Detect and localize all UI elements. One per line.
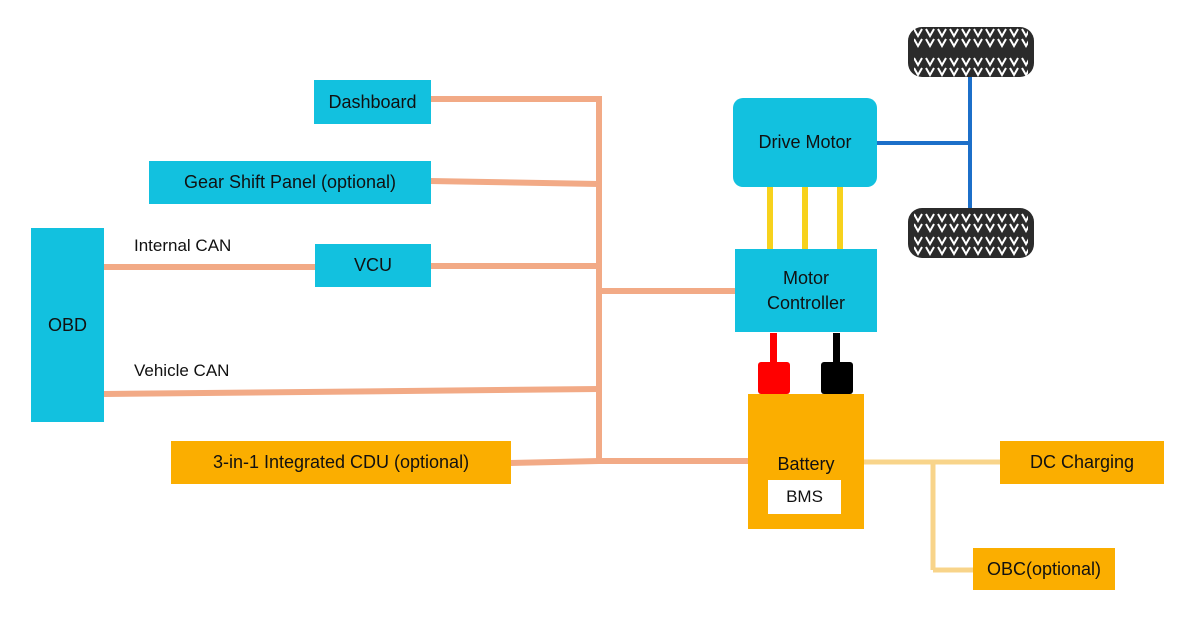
can-bus-lines: [103, 96, 748, 466]
drive-motor-box: Drive Motor: [733, 98, 877, 187]
gear-shift-panel-box: Gear Shift Panel (optional): [149, 161, 431, 204]
obd-box: OBD: [31, 228, 104, 422]
internal-can-label: Internal CAN: [134, 236, 232, 255]
battery-label: Battery: [777, 454, 835, 474]
tire-icon: [908, 27, 1034, 77]
tire-icon: [908, 208, 1034, 258]
cdu-link: [509, 458, 600, 466]
vehicle-can-line: [103, 386, 600, 397]
bms-box: BMS: [768, 480, 841, 514]
dashboard-box: Dashboard: [314, 80, 431, 124]
motor-controller-box: Motor Controller: [735, 249, 877, 332]
obc-box: OBC(optional): [973, 548, 1115, 590]
vcu-box: VCU: [315, 244, 431, 287]
charging-wires: [864, 459, 1000, 573]
dc-charging-box: DC Charging: [1000, 441, 1164, 484]
battery-box: Battery: [748, 394, 864, 529]
battery-negative-terminal-icon: [821, 333, 853, 394]
battery-positive-terminal-icon: [758, 333, 790, 394]
phase-wires: [767, 187, 843, 249]
gear-shift-link: [429, 178, 600, 187]
cdu-box: 3-in-1 Integrated CDU (optional): [171, 441, 511, 484]
drive-axle: [876, 75, 972, 212]
vehicle-can-label: Vehicle CAN: [134, 361, 230, 380]
